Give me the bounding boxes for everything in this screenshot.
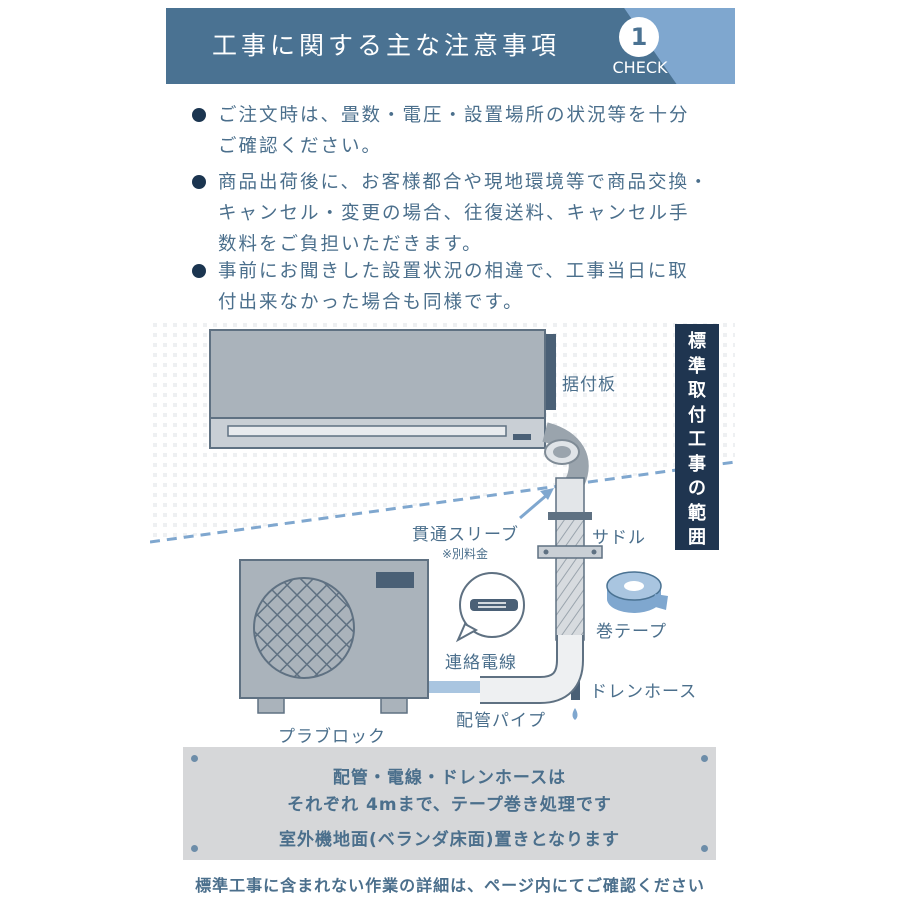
wire-callout (455, 572, 525, 643)
notice-line: ご確認ください。 (218, 136, 383, 157)
tape-label: 巻テープ (596, 622, 667, 642)
check-label: CHECK (612, 58, 668, 77)
notice-line: キャンセル・変更の場合、往復送料、キャンセル手 (218, 203, 690, 224)
sleeve-pipe (555, 477, 585, 519)
wire-label: 連絡電線 (445, 653, 517, 673)
scope-label-text: 標準取付工事の範囲 (688, 331, 706, 548)
spec-line: それぞれ 4mまで、テープ巻き処理です (287, 795, 612, 815)
notice-line: 事前にお聞きした設置状況の相違で、工事当日に取 (218, 261, 689, 282)
spec-box: 配管・電線・ドレンホースは それぞれ 4mまで、テープ巻き処理です 室外機地面(… (183, 747, 716, 860)
pipe-horizontal (425, 635, 584, 704)
sleeve-arrow (519, 488, 554, 520)
notice-item: 事前にお聞きした設置状況の相違で、工事当日に取 付出来なかった場合も同様です。 (192, 256, 722, 318)
notice-item: ご注文時は、畳数・電圧・設置場所の状況等を十分 ご確認ください。 (192, 100, 722, 162)
notice-line: 数料をご負担いただきます。 (218, 234, 483, 255)
scope-label: 標準取付工事の範囲 (675, 324, 719, 550)
bullet-icon (192, 108, 206, 122)
taped-pipe (537, 512, 603, 641)
rivet-icon (701, 845, 708, 852)
rivet-icon (191, 755, 198, 762)
rivet-icon (701, 755, 708, 762)
check-number-badge: 1 (619, 17, 659, 57)
indoor-pipe (541, 422, 589, 487)
page-title: 工事に関する主な注意事項 (211, 31, 560, 60)
spec-line: 配管・電線・ドレンホースは (332, 768, 567, 788)
footer-note: 標準工事に含まれない作業の詳細は、ページ内にてご確認ください (195, 876, 705, 895)
bullet-icon (192, 175, 206, 189)
rivet-icon (191, 845, 198, 852)
pipe-label: 配管パイプ (456, 711, 546, 731)
sleeve-note-label: ※別料金 (442, 547, 489, 561)
indoor-unit (209, 329, 556, 449)
tape-roll-icon (606, 571, 668, 613)
wall-boundary-line (150, 460, 736, 544)
spec-line: 室外機地面(ベランダ床面)置きとなります (278, 830, 621, 850)
notice-line: 商品出荷後に、お客様都合や現地環境等で商品交換・ (218, 172, 710, 193)
saddle-label: サドル (592, 528, 646, 548)
sleeve-label: 貫通スリーブ (412, 525, 519, 545)
block-label: プラブロック (278, 727, 386, 747)
notice-line: 付出来なかった場合も同様です。 (218, 292, 524, 313)
notice-item: 商品出荷後に、お客様都合や現地環境等で商品交換・ キャンセル・変更の場合、往復送… (192, 167, 722, 260)
outdoor-unit (239, 559, 429, 714)
bullet-icon (192, 264, 206, 278)
mounting-plate-label: 据付板 (562, 375, 616, 395)
notice-line: ご注文時は、畳数・電圧・設置場所の状況等を十分 (218, 105, 690, 126)
drain-hose-label: ドレンホース (590, 682, 698, 702)
installation-diagram (150, 318, 736, 720)
